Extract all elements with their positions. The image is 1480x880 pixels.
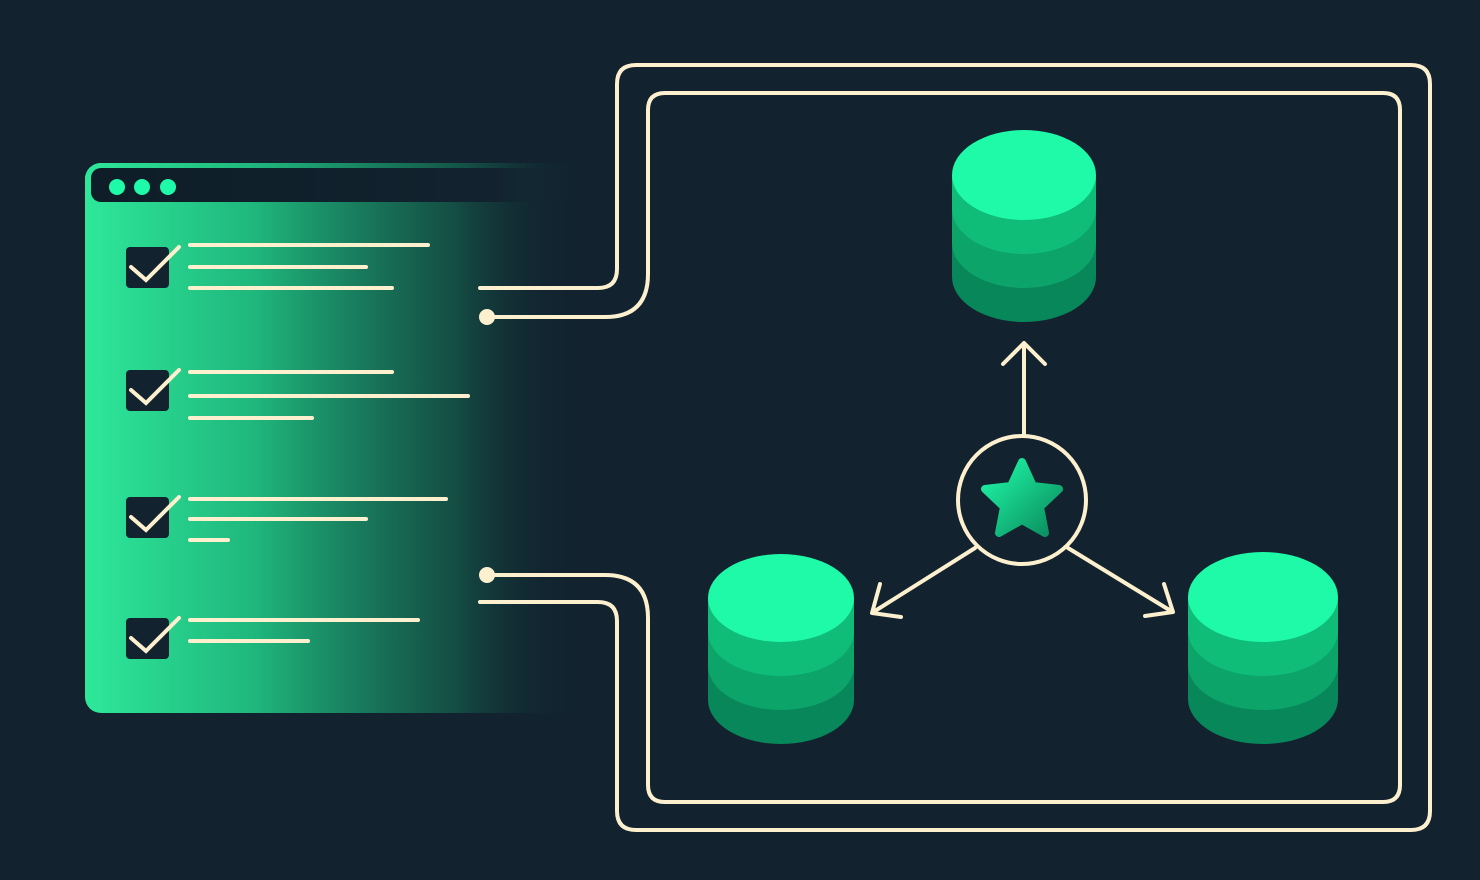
star-icon [981,458,1063,537]
checkmark-icon [129,245,181,283]
window-dots [109,179,176,195]
checklist-item [126,243,430,290]
database-icon [952,130,1096,322]
checklist-item [126,616,420,659]
connector-dot [479,567,495,583]
inner-frame [485,91,1402,804]
arrow-icon [1001,341,1047,436]
checklist-item [126,368,470,420]
checkmark-icon [129,368,181,406]
database-icon [708,554,854,744]
checklist-window [85,163,575,713]
checklist-item [126,495,448,542]
outer-frame [478,63,1432,832]
connector-lines [478,63,1432,832]
checkmark-icon [129,495,181,533]
checkbox-icon [126,247,169,288]
checkbox-icon [126,370,169,411]
checkmark-icon [129,616,181,654]
arrow-icon [1066,546,1175,618]
checkbox-icon [126,497,169,538]
hub [956,434,1088,566]
connector-dot [479,309,495,325]
checkbox-icon [126,618,169,659]
database-icon [1188,552,1338,744]
arrow-icon [870,546,977,619]
